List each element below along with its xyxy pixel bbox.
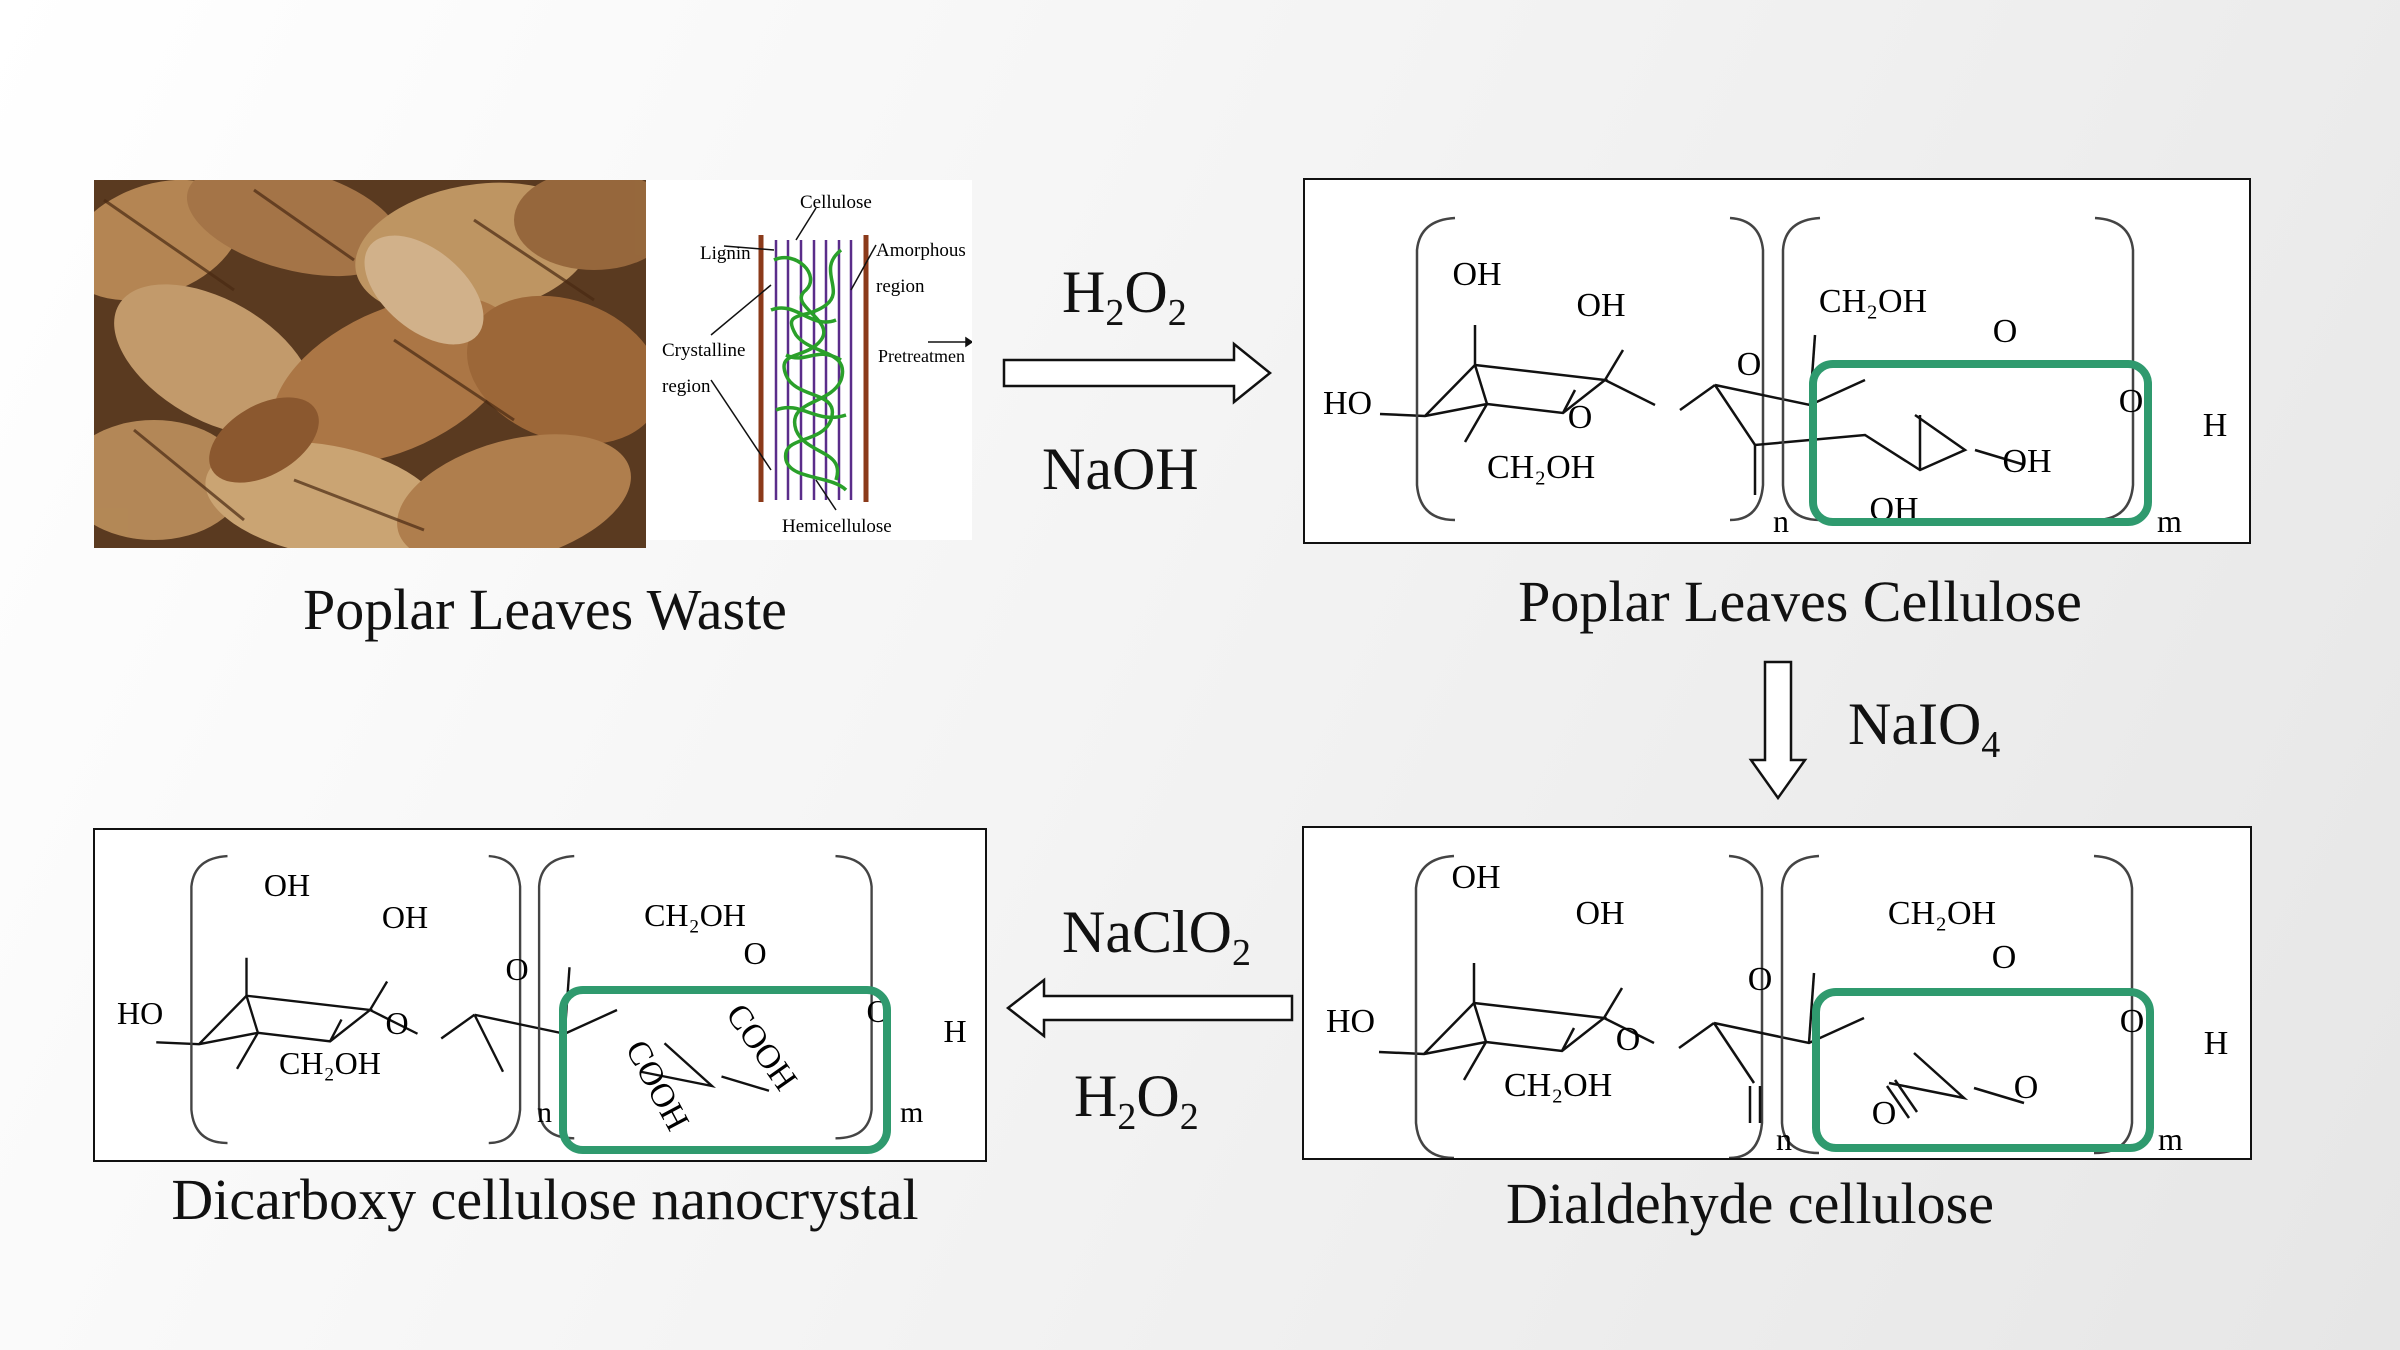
group-cooh: COOH [718,997,804,1097]
atom-o-end: O [2119,383,2144,420]
atom-ho: HO [1326,1003,1375,1040]
repeat-m: m [2157,503,2182,539]
caption-dicarboxy-cellulose-nanocrystal: Dicarboxy cellulose nanocrystal [171,1167,919,1232]
atom-h: H [2204,1025,2229,1062]
cellulose-fibers [774,240,853,500]
label-cellulose: Cellulose [800,192,872,213]
atom-o-ring: O [1993,313,2018,350]
atom-ch2oh: CH₂OH [644,897,746,933]
atom-oh: OH [264,867,310,903]
atom-ch2oh: CH₂OH [1487,449,1595,486]
label-pretreatment: Pretreatmen [878,346,965,366]
panel-dialdehyde-cellulose: OH OH HO O CH₂OH O CH₂OH O O H O O n m [1302,826,2252,1160]
atom-ch2oh: CH₂OH [1819,283,1927,320]
atom-ho: HO [1323,385,1372,422]
atom-oh: OH [1451,859,1500,896]
atom-o-ring: O [1616,1021,1641,1058]
atom-o-ring: O [1568,399,1593,436]
repeat-n: n [537,1096,552,1129]
reagent-h2o2-step1: H2O2 [1062,259,1187,334]
atom-o-aldehyde: O [1872,1095,1897,1132]
label-crystalline: Crystalline [662,340,745,361]
atom-ch2oh: CH₂OH [1504,1067,1612,1104]
repeat-m: m [900,1096,923,1129]
panel-poplar-leaves-cellulose: OH OH HO O CH₂OH O CH₂OH O O H OH OH n m [1303,178,2251,544]
atom-oh: OH [382,899,428,935]
atom-ho: HO [117,995,163,1031]
label-amorphous: Amorphous [876,240,966,261]
repeat-n: n [1776,1121,1792,1157]
repeat-m: m [2158,1121,2183,1157]
group-cooh: COOH [618,1034,696,1136]
atom-oh: OH [1452,256,1501,293]
label-lignin: Lignin [700,243,751,264]
label-region-2: region [662,376,711,397]
atom-o-ring: O [385,1005,408,1041]
atom-ch2oh: CH₂OH [279,1045,381,1081]
arrow-down-step2 [1748,660,1808,801]
lignocellulose-schematic: Cellulose Lignin Amorphous region Crysta… [646,180,974,540]
poplar-leaves-photo [94,180,646,548]
arrow-left-step3 [1005,977,1294,1039]
highlight-box [1809,360,2152,526]
arrow-right-step1 [1002,341,1272,405]
panel-dicarboxy-cellulose: OH OH HO O CH₂OH O CH₂OH O O H COOH COOH… [93,828,987,1162]
highlight-box [559,986,891,1154]
atom-oh: OH [1575,895,1624,932]
caption-poplar-leaves-cellulose: Poplar Leaves Cellulose [1518,569,2082,634]
atom-h: H [943,1013,966,1049]
hemicellulose-coils [770,248,848,492]
atom-oh: OH [2002,443,2051,480]
reagent-naoh: NaOH [1042,436,1199,502]
repeat-n: n [1773,503,1789,539]
label-hemicellulose: Hemicellulose [782,516,892,537]
atom-o-end: O [2120,1003,2145,1040]
highlight-box [1812,988,2154,1152]
caption-poplar-leaves-waste: Poplar Leaves Waste [303,577,787,642]
label-region: region [876,276,925,297]
caption-dialdehyde-cellulose: Dialdehyde cellulose [1506,1171,1994,1236]
atom-ch2oh: CH₂OH [1888,895,1996,932]
atom-o-ring: O [743,935,766,971]
reagent-h2o2-step3: H2O2 [1074,1063,1199,1138]
atom-h: H [2203,407,2228,444]
atom-o-ring: O [1992,939,2017,976]
reagent-naclo2: NaClO2 [1062,899,1251,974]
atom-oh: OH [1576,287,1625,324]
atom-o-bridge: O [505,951,528,987]
lignin-fibers [758,235,869,502]
atom-o-aldehyde: O [2014,1069,2039,1106]
atom-o-bridge: O [1737,346,1762,383]
atom-o-bridge: O [1748,961,1773,998]
reagent-naio4: NaIO4 [1848,691,2001,766]
